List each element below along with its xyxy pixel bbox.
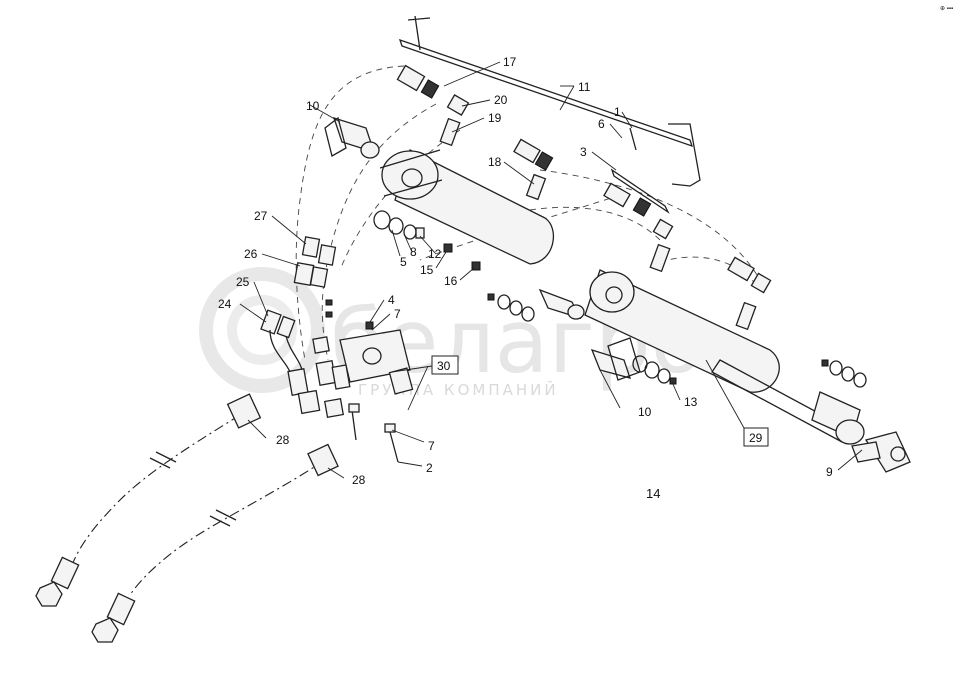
callout-7-lower: 7 (428, 439, 435, 453)
callout-13: 13 (684, 395, 698, 409)
hoses (71, 414, 326, 596)
callout-28: 28 (276, 433, 290, 447)
callout-19: 19 (488, 111, 502, 125)
routing-lines (295, 65, 761, 361)
lower-cylinder (584, 269, 865, 445)
callout-20: 20 (494, 93, 508, 107)
bracket-bar (398, 15, 701, 214)
callout-25: 25 (236, 275, 250, 289)
corner-mark: ⊕ ▪▪▪ (940, 6, 953, 12)
callout-1: 1 (614, 105, 621, 119)
callout-3: 3 (580, 145, 587, 159)
sheet-number: 14 (646, 486, 660, 501)
callout-5: 5 (400, 255, 407, 269)
callout-6: 6 (598, 117, 605, 131)
callout-16: 16 (444, 274, 458, 288)
fittings (396, 64, 772, 331)
callout-7: 7 (394, 307, 401, 321)
callout-10: 10 (306, 99, 320, 113)
callout-8: 8 (410, 245, 417, 259)
callout-27: 27 (254, 209, 268, 223)
watermark-logo-inner (227, 295, 297, 365)
callout-9: 9 (826, 465, 833, 479)
upper-cylinder (379, 149, 554, 265)
watermark-logo-ring (199, 267, 325, 393)
callout-28-lower: 28 (352, 473, 366, 487)
boxed-callout-30-text: 30 (437, 359, 451, 373)
callout-24: 24 (218, 297, 232, 311)
leader-lines (239, 61, 863, 479)
callout-2: 2 (426, 461, 433, 475)
clevis-pins (324, 116, 911, 473)
valve-block (260, 236, 414, 463)
watermark-subtitle: ГРУППА КОМПАНИЙ (358, 380, 559, 399)
boxed-callout-29-text: 29 (749, 431, 763, 445)
callout-4: 4 (388, 293, 395, 307)
callout-18: 18 (488, 155, 502, 169)
callout-17: 17 (503, 55, 517, 69)
boxed-callout-30: 30 (431, 355, 459, 375)
callout-11: 11 (578, 80, 591, 94)
washers (373, 210, 867, 388)
callout-10-lower: 10 (638, 405, 652, 419)
callout-15: 15 (420, 263, 434, 277)
hose-ends (35, 393, 339, 643)
callout-12: 12 (428, 247, 442, 261)
boxed-callout-29: 29 (743, 427, 769, 447)
callout-26: 26 (244, 247, 258, 261)
callout-labels: 17 11 10 20 19 1 6 3 18 27 5 8 12 26 15 … (218, 55, 833, 487)
